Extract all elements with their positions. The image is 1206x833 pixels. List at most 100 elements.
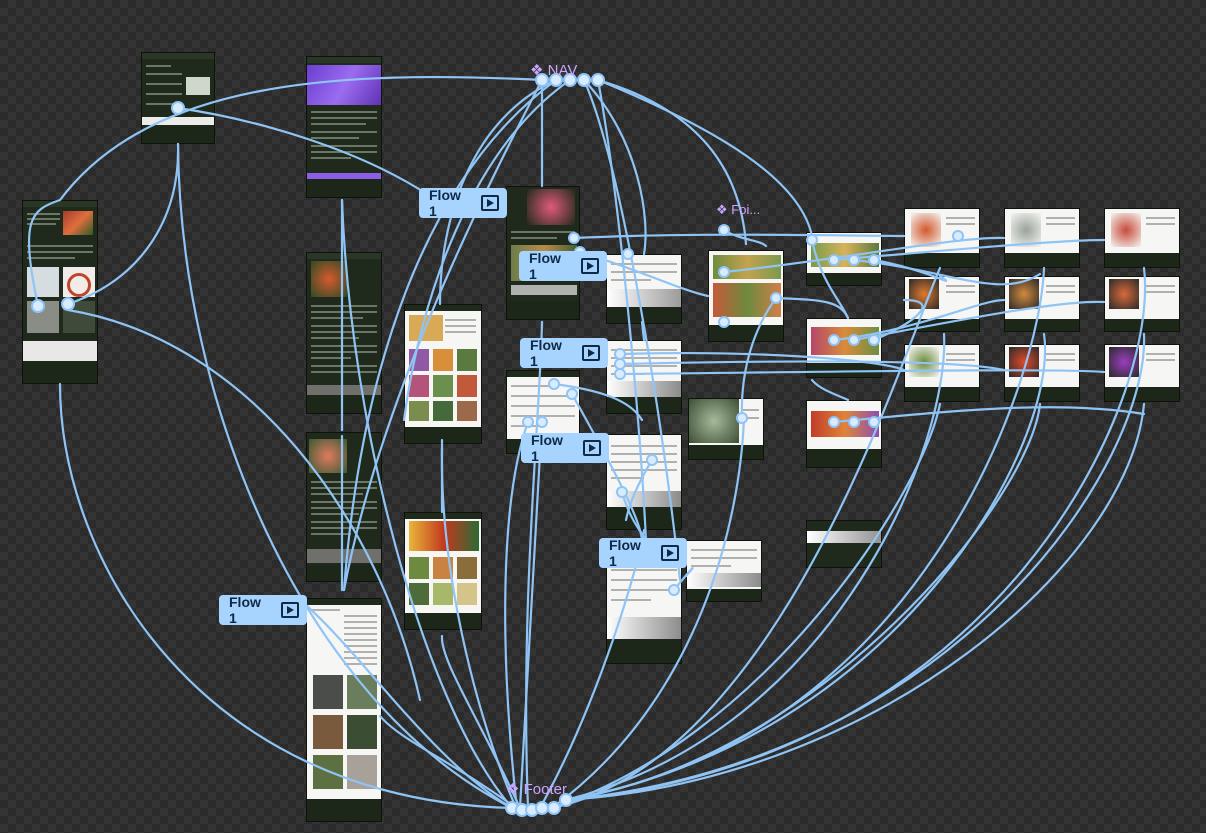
frame-product-9[interactable]	[1104, 344, 1180, 402]
connector-node	[848, 254, 860, 266]
connector-node	[616, 486, 628, 498]
connector	[176, 106, 432, 198]
connector-node	[535, 73, 549, 87]
flow-badge[interactable]: Flow 1	[419, 187, 507, 219]
connector	[564, 402, 1042, 802]
connector	[564, 402, 1146, 802]
connector	[596, 78, 748, 246]
component-icon: ❖	[530, 62, 544, 79]
connector-node	[614, 348, 626, 360]
play-icon[interactable]	[281, 602, 299, 618]
connector	[298, 598, 514, 810]
connector-node	[535, 801, 549, 815]
connector-node	[868, 416, 880, 428]
connector	[618, 352, 906, 372]
connector-node	[559, 793, 573, 807]
connector-node	[549, 73, 563, 87]
small-component-label[interactable]: ❖ Foi...	[716, 202, 760, 218]
connector-node	[828, 254, 840, 266]
connector	[27, 198, 62, 308]
nav-component-label[interactable]: ❖ NAV	[530, 61, 577, 79]
frame-category-2[interactable]	[806, 318, 882, 378]
connector	[564, 332, 1146, 802]
connector	[810, 238, 850, 320]
frame-greenhouse[interactable]	[688, 398, 764, 460]
flow-badge[interactable]: Flow 1	[520, 337, 608, 369]
connector	[672, 567, 694, 592]
connector	[342, 78, 544, 592]
connector	[872, 298, 924, 342]
connector	[624, 458, 654, 522]
connector-node	[614, 358, 626, 370]
connector-node	[31, 299, 45, 313]
connector-node	[718, 224, 730, 236]
connector	[440, 634, 522, 810]
connector-node	[848, 334, 860, 346]
connector-node	[622, 248, 634, 260]
connector-node	[563, 73, 577, 87]
play-icon[interactable]	[581, 258, 599, 274]
connector-node	[548, 378, 560, 390]
connector	[66, 142, 180, 306]
flow-badge[interactable]: Flow 1	[521, 432, 609, 464]
connector	[582, 78, 682, 582]
connector	[564, 266, 1147, 802]
frame-product-8[interactable]	[1004, 344, 1080, 402]
frame-product-1[interactable]	[904, 208, 980, 268]
frame-shop-2[interactable]	[404, 512, 482, 630]
connector	[810, 378, 850, 402]
connector-node	[568, 232, 580, 244]
connector	[722, 236, 1006, 274]
connector	[552, 382, 644, 422]
connector	[378, 714, 518, 810]
connector-node	[171, 101, 185, 115]
frame-shop-1[interactable]	[404, 304, 482, 444]
play-icon[interactable]	[582, 345, 600, 361]
connector	[504, 420, 530, 802]
connector	[596, 78, 814, 238]
connector-node	[718, 266, 730, 278]
frame-home[interactable]	[22, 200, 98, 384]
connector	[740, 296, 778, 420]
flow-badge[interactable]: Flow 1	[219, 594, 307, 626]
flow-label: Flow 1	[531, 432, 563, 464]
frame-gallery[interactable]	[306, 598, 382, 822]
connector-node	[547, 801, 561, 815]
frame-detail-5[interactable]	[686, 540, 762, 602]
frame-product-3[interactable]	[1104, 208, 1180, 268]
connector-node	[646, 454, 658, 466]
play-icon[interactable]	[481, 195, 499, 211]
frame-category-3[interactable]	[806, 400, 882, 468]
connector-node	[828, 334, 840, 346]
flow-label: Flow 1	[609, 537, 641, 569]
footer-component-label[interactable]: ❖ Footer	[506, 780, 567, 798]
connector-node	[522, 416, 534, 428]
footer-label: Footer	[523, 781, 567, 798]
connector-node	[828, 416, 840, 428]
flow-badge[interactable]: Flow 1	[599, 537, 687, 569]
connector-node	[577, 73, 591, 87]
connector	[832, 406, 1146, 424]
connector-node	[614, 368, 626, 380]
play-icon[interactable]	[583, 440, 601, 456]
connector	[852, 300, 1106, 342]
connector	[832, 298, 1006, 342]
connector-node	[770, 292, 782, 304]
connector-node	[868, 334, 880, 346]
connector	[342, 78, 558, 592]
frame-empty[interactable]	[806, 520, 882, 568]
frame-product-2[interactable]	[1004, 208, 1080, 268]
play-icon[interactable]	[661, 545, 679, 561]
connector	[402, 78, 572, 422]
connector	[620, 490, 648, 542]
flow-badge[interactable]: Flow 1	[519, 250, 607, 282]
connector	[640, 320, 646, 342]
flow-label: Flow 1	[429, 187, 461, 219]
connector-node	[668, 584, 680, 596]
connector-node	[806, 234, 818, 246]
connector-node	[952, 230, 964, 242]
connector	[66, 308, 422, 702]
connector	[618, 360, 1006, 372]
